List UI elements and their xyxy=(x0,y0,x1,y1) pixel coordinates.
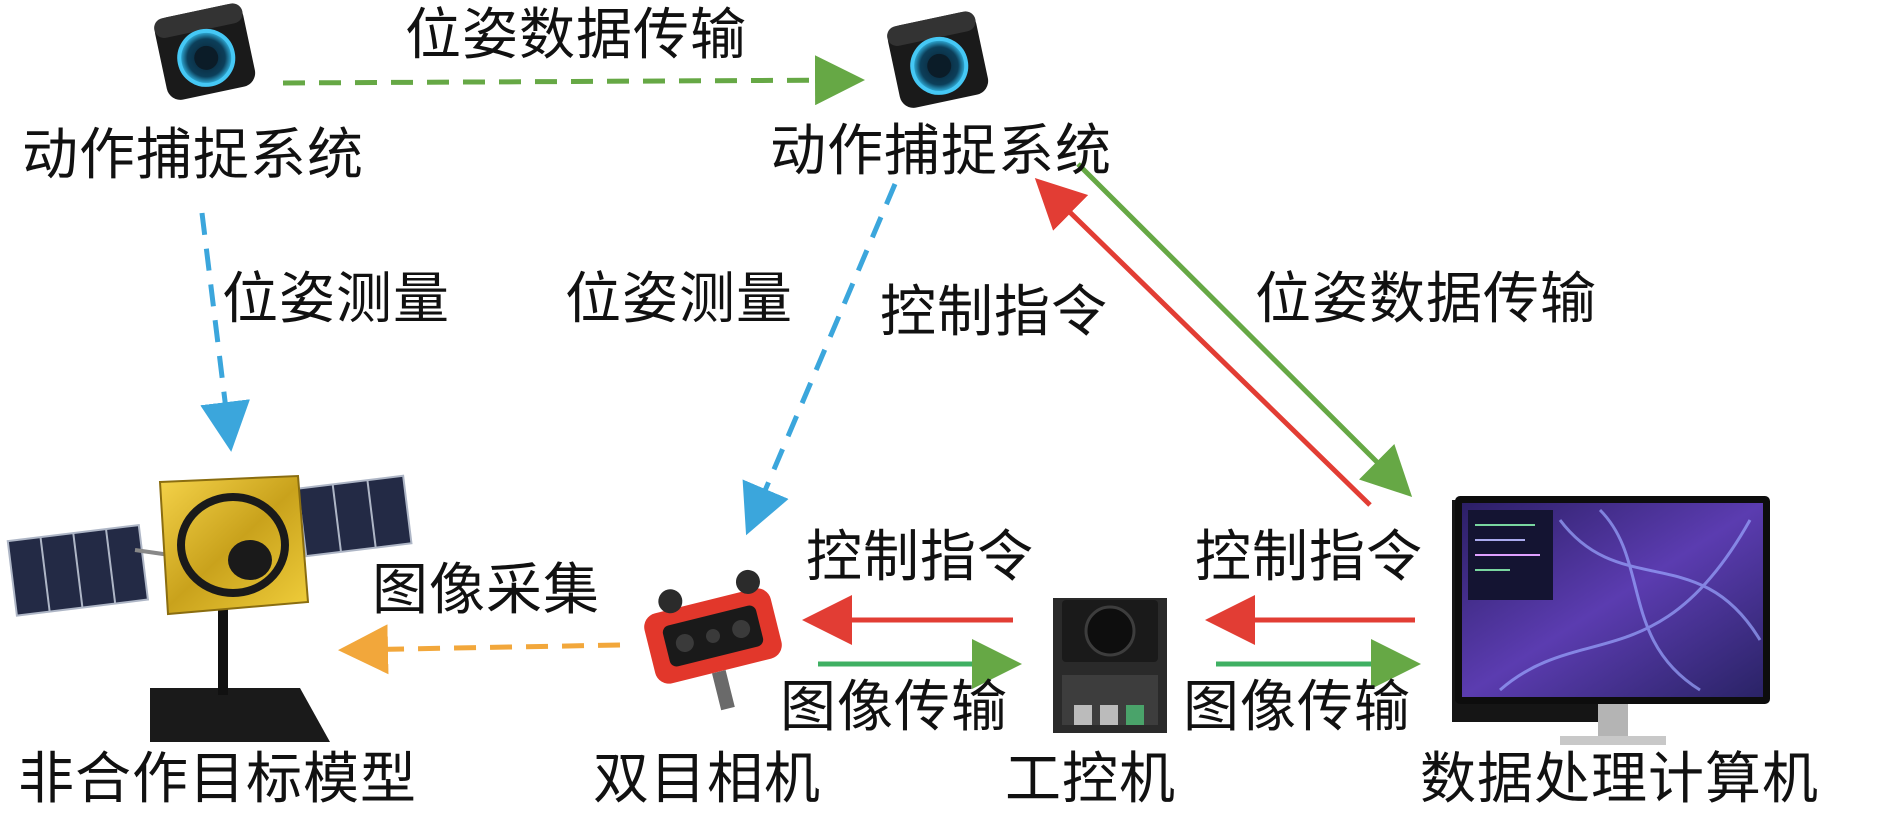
mocap-camera-right-icon xyxy=(887,11,989,108)
arrow-pose-transfer-diag xyxy=(1076,162,1413,498)
edge-label-pose-measure-left: 位姿测量 xyxy=(222,267,450,332)
satellite-model-icon xyxy=(6,474,413,742)
edge-label-pose-measure-right: 位姿测量 xyxy=(565,267,793,332)
edge-label-pose-transfer-top: 位姿数据传输 xyxy=(405,3,747,68)
arrow-pose-measure-left xyxy=(199,212,250,452)
node-label-ipc: 工控机 xyxy=(1005,747,1176,812)
edge-label-pose-transfer-diag: 位姿数据传输 xyxy=(1255,267,1597,332)
arrow-image-capture xyxy=(338,624,621,675)
node-label-camera: 双目相机 xyxy=(593,747,821,812)
edge-label-control-cmd-cam: 控制指令 xyxy=(806,525,1034,590)
edge-label-image-transfer-pc: 图像传输 xyxy=(1183,675,1411,740)
computer-workstation-icon xyxy=(1452,496,1770,745)
arrow-control-cmd-diag xyxy=(1034,178,1372,507)
node-label-mocap-left: 动作捕捉系统 xyxy=(22,123,364,188)
mocap-camera-left-icon xyxy=(154,3,256,100)
node-label-pc: 数据处理计算机 xyxy=(1420,747,1819,812)
edge-label-control-cmd-diag: 控制指令 xyxy=(880,280,1108,345)
stereo-camera-icon xyxy=(644,569,782,711)
edge-label-control-cmd-pc: 控制指令 xyxy=(1195,525,1423,590)
edge-label-image-transfer-cam: 图像传输 xyxy=(780,675,1008,740)
edge-label-image-capture: 图像采集 xyxy=(372,558,600,623)
arrow-pose-transfer-top xyxy=(282,55,865,106)
node-label-target: 非合作目标模型 xyxy=(18,747,417,812)
node-label-mocap-right: 动作捕捉系统 xyxy=(770,119,1112,184)
arrow-pose-measure-right xyxy=(742,183,898,536)
industrial-pc-icon xyxy=(1053,598,1167,733)
